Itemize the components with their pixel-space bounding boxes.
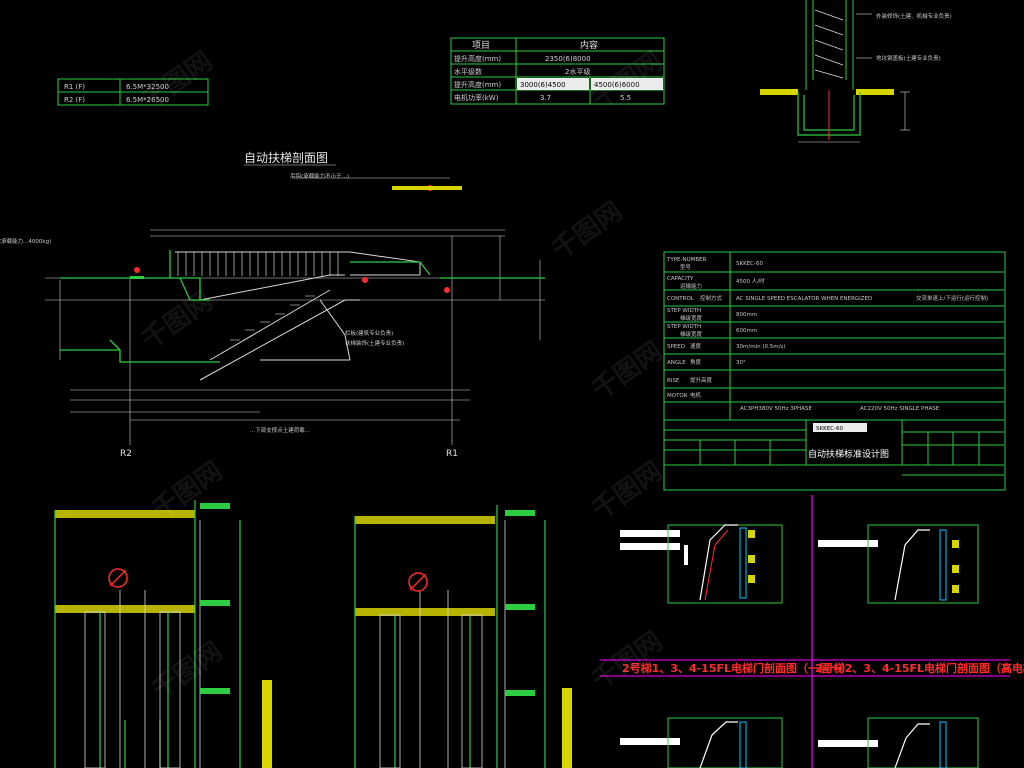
spec-title: 自动扶梯标准设计图: [808, 448, 889, 460]
door-section-details: [600, 495, 1010, 768]
spec-rows: TYPE-NUMBER 型号 SKKEC-60 CAPACITY 运输能力 45…: [666, 257, 988, 412]
watermark-text: 千图网: [587, 456, 668, 525]
top-table-cell: 电机功率(kW): [454, 93, 499, 102]
top-table-highlight: [517, 78, 663, 90]
spec-label-en: CAPACITY: [667, 276, 694, 282]
top-table-cell: 水平级数: [454, 67, 482, 76]
spec-label-cn: 型号: [680, 263, 692, 271]
escalator-note-right-2: 扶梯装饰(土建专业负责): [345, 339, 404, 347]
left-table-cell: R2 (F): [64, 96, 85, 104]
top-table-cell: 3.7: [540, 94, 551, 102]
pit-note-1: 外装修饰(土建、机械专业负责): [876, 12, 952, 20]
elevator-label-left: 2号梯1、3、4-15FL电梯门剖面图（一层〜）: [622, 661, 852, 675]
escalator-section-drawing: 自动扶梯剖面图: [0, 150, 545, 459]
spec-label-en: TYPE-NUMBER: [666, 257, 707, 263]
top-table-header-item: 项目: [472, 40, 490, 51]
spec-extra: 交流单速上/下运行(运行控制): [916, 294, 988, 302]
spec-label-cn: 速度: [690, 342, 702, 350]
model-highlight: [813, 423, 867, 432]
watermark-text: 千图网: [587, 336, 668, 405]
elevator-section-right: [354, 505, 572, 768]
spec-label-en: RISE: [667, 378, 680, 384]
spec-label-cn: 梯级宽度: [680, 314, 703, 322]
left-table-cell: R1 (F): [64, 83, 85, 91]
spec-label-cn: 电机: [690, 391, 702, 399]
spec-label-cn: 控制方式: [700, 294, 723, 302]
top-table-cell: 4500(6)6000: [594, 81, 640, 89]
spec-value: 30°: [736, 360, 746, 366]
escalator-note-top: 吊钩(承载能力不小于...): [290, 172, 349, 180]
elevator-section-left: [54, 500, 272, 768]
top-table-cell: 2350(6)8000: [545, 55, 591, 63]
escalator-note-bottom: ...下部支撑点土建荷载...: [250, 426, 310, 434]
spec-value: AC SINGLE SPEED ESCALATOR WHEN ENERGIZED: [736, 296, 872, 302]
spec-value: 4500 人/时: [736, 277, 765, 285]
escalator-title: 自动扶梯剖面图: [244, 150, 328, 165]
spec-label-en: SPEED: [667, 344, 685, 350]
spec-table: [663, 251, 1006, 491]
spec-value: SKKEC-60: [736, 261, 764, 267]
spec-model-box: SKKEC-60: [816, 426, 844, 432]
spec-label-cn: 角度: [690, 358, 702, 366]
top-table-header-content: 内容: [580, 39, 598, 51]
grid-label-r1: R1: [446, 449, 458, 459]
left-load-table: [57, 78, 209, 106]
escalator-note-left: 吊钩(承载能力...4000kg): [0, 237, 51, 245]
grid-label-r2: R2: [120, 449, 132, 459]
spec-power-1: AC3PH380V 50Hz 3PHASE: [740, 406, 812, 412]
watermark-text: 千图网: [147, 636, 228, 705]
spec-label-en: CONTROL: [667, 296, 695, 302]
left-table-cell: 6.5M*26500: [126, 96, 169, 104]
left-table-cell: 6.5M*32500: [126, 83, 169, 91]
top-table-cell: 提升高度(mm): [454, 54, 501, 63]
spec-label-en: STEP WIDTH: [667, 324, 701, 330]
spec-label-en: ANGLE: [667, 360, 686, 366]
top-table-cell: 提升高度(mm): [454, 80, 501, 89]
watermark-layer: 千图网 千图网 千图网 千图网 千图网 千图网 千图网 千图网 千图网: [137, 46, 668, 705]
elevator-label-right: 2号梯2、3、4-15FL电梯门剖面图（高电梯）: [815, 661, 1024, 675]
spec-label-cn: 提升高度: [690, 376, 713, 384]
watermark-text: 千图网: [547, 196, 628, 265]
spec-power-2: AC220V 50Hz SINGLE PHASE: [860, 406, 940, 412]
spec-label-en: MOTOR: [667, 393, 688, 399]
top-table-cell: 5.5: [620, 94, 631, 102]
escalator-note-right-1: 栏板(建筑专业负责): [345, 329, 393, 337]
spec-value: 30m/min (0.5m/s): [736, 344, 785, 350]
top-table-cell: 2水平级: [565, 67, 590, 76]
pit-detail-drawing: 外装修饰(土建、机械专业负责) 地坑钢盖板(土建专业负责): [760, 0, 952, 143]
pit-note-2: 地坑钢盖板(土建专业负责): [876, 54, 941, 62]
watermark-text: 千图网: [137, 286, 218, 355]
spec-value: 600mm: [736, 328, 757, 334]
top-table-cell: 3000(6)4500: [520, 81, 566, 89]
spec-label-en: STEP WIDTH: [667, 308, 701, 314]
spec-value: 800mm: [736, 312, 757, 318]
spec-label-cn: 梯级宽度: [680, 330, 703, 338]
spec-label-cn: 运输能力: [680, 282, 702, 290]
